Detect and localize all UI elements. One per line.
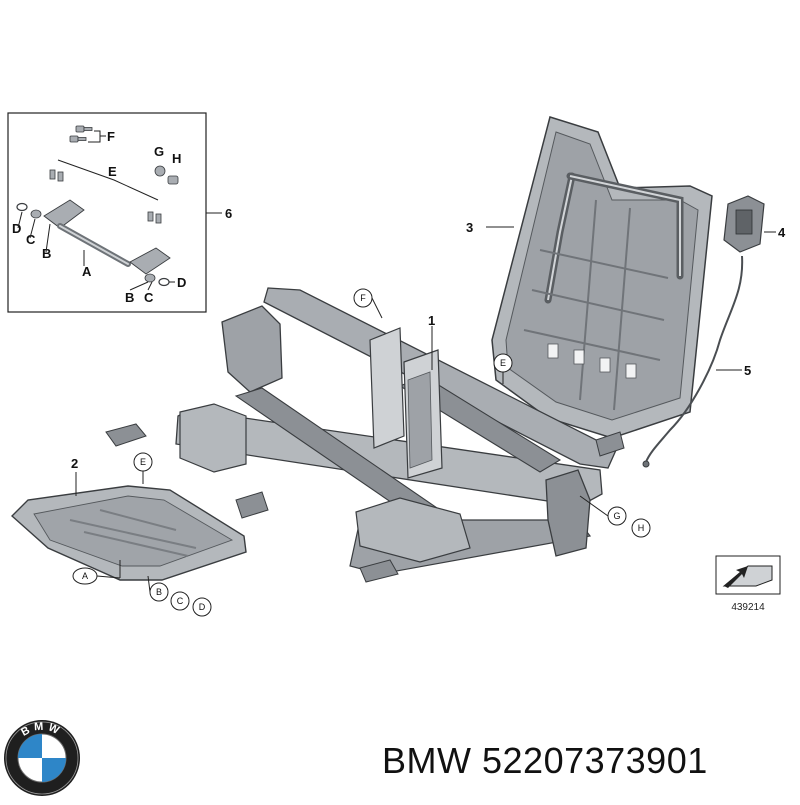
callout-6: 6: [225, 206, 232, 221]
callout-b-inset-left: B: [42, 246, 51, 261]
seat-base-frame: [105, 287, 625, 583]
callout-f-main: F: [360, 293, 366, 303]
orientation-reference: 439214: [715, 555, 781, 613]
callout-d-inset-right: D: [177, 275, 186, 290]
callout-c-inset-right: C: [144, 290, 154, 305]
callout-c-main: C: [177, 596, 184, 606]
callout-5: 5: [744, 363, 751, 378]
arrow-icon: [724, 566, 748, 588]
callout-a-main: A: [82, 571, 88, 581]
seat-latch: [723, 195, 765, 253]
callout-d-main: D: [199, 602, 206, 612]
callout-d-inset-left: D: [12, 221, 21, 236]
callout-f-inset: F: [107, 129, 115, 144]
callout-e-main-tray: E: [140, 457, 146, 467]
callout-h-main: H: [638, 523, 645, 533]
callout-e-main-back: E: [500, 358, 506, 368]
diagram-ref-number: 439214: [731, 602, 765, 613]
callout-a-inset: A: [82, 264, 92, 279]
callout-b-inset-right: B: [125, 290, 134, 305]
callout-h-inset: H: [172, 151, 181, 166]
callout-2: 2: [71, 456, 78, 471]
callout-g-main: G: [613, 511, 620, 521]
detail-inset: F E G H D C B A B C D: [7, 112, 207, 313]
part-number: 52207373901: [482, 740, 708, 781]
callout-c-inset-left: C: [26, 232, 36, 247]
circled-callouts: [72, 288, 651, 617]
callout-1: 1: [428, 313, 435, 328]
callout-g-inset: G: [154, 144, 164, 159]
callout-4: 4: [778, 225, 786, 240]
cushion-tray: [10, 485, 247, 581]
bmw-logo: BMW: [4, 720, 80, 796]
seat-back-frame: [491, 116, 713, 439]
brand-name: BMW: [382, 740, 472, 781]
screw-f-pair: [69, 125, 93, 143]
part-caption: BMW 52207373901: [382, 740, 708, 782]
callout-e-inset: E: [108, 164, 117, 179]
release-cable: [645, 255, 744, 463]
callout-b-main: B: [156, 587, 162, 597]
callout-3: 3: [466, 220, 473, 235]
